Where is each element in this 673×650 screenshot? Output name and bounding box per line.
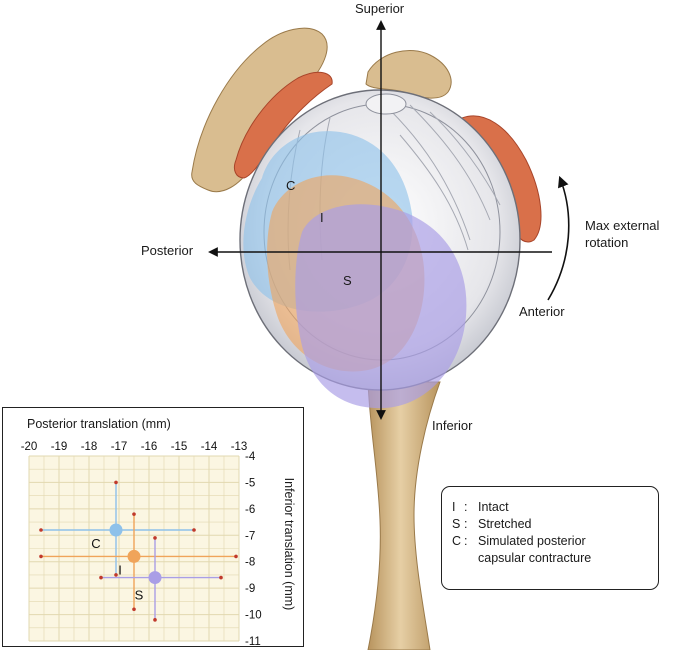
- posterior-muscle: [233, 71, 333, 179]
- x-tick-label: -13: [231, 441, 248, 453]
- x-tick-label: -20: [21, 441, 38, 453]
- legend-text: Stretched: [478, 517, 532, 531]
- superior-label: Superior: [355, 1, 405, 16]
- translation-chart-box: Posterior translation (mm) Inferior tran…: [2, 407, 304, 648]
- humerus-shaft: [367, 381, 441, 650]
- range-endpoint: [132, 607, 136, 612]
- stretched-region-label: S: [343, 273, 352, 288]
- y-tick-label: -7: [245, 530, 255, 542]
- mean-point: [109, 523, 123, 537]
- y-tick-label: -11: [245, 636, 261, 648]
- legend-text: Simulated posterior capsular contracture: [478, 534, 592, 565]
- mean-point: [127, 549, 141, 563]
- legend-separator: :: [464, 517, 468, 531]
- y-tick-label: -5: [245, 477, 255, 489]
- rotation-label: Max external rotation: [585, 218, 660, 250]
- y-tick-label: -6: [245, 504, 255, 516]
- range-endpoint: [99, 575, 103, 580]
- range-endpoint: [219, 575, 223, 580]
- intact-region-label: I: [320, 210, 324, 225]
- legend-separator: :: [464, 500, 468, 514]
- anterior-label: Anterior: [519, 304, 565, 319]
- series-label: I: [118, 562, 122, 577]
- posterior-label: Posterior: [141, 243, 194, 258]
- range-endpoint: [114, 573, 118, 577]
- biceps-tendon: [365, 93, 407, 115]
- legend: I : Intact S : Stretched C : Simulated p…: [441, 486, 659, 590]
- legend-text: Intact: [478, 500, 509, 514]
- contracture-region-label: C: [286, 178, 296, 193]
- x-tick-label: -17: [111, 441, 128, 453]
- range-endpoint: [39, 554, 43, 559]
- legend-item: S : Stretched: [452, 516, 658, 533]
- y-tick-label: -10: [245, 610, 262, 622]
- y-tick-label: -9: [245, 583, 255, 595]
- coracoid: [365, 50, 452, 99]
- range-endpoint: [114, 480, 118, 485]
- range-endpoint: [234, 554, 238, 559]
- range-endpoint: [153, 618, 157, 622]
- legend-key: I: [452, 500, 456, 514]
- translation-plot: -20 -19 -18 -17 -16 -15 -14 -13-4 -5 -6 -7 -8 -9 -10 -…: [21, 441, 262, 648]
- y-tick-label: -8: [245, 557, 255, 569]
- series-label: S: [135, 588, 144, 603]
- legend-item: I : Intact: [452, 499, 658, 516]
- range-endpoint: [132, 512, 136, 516]
- x-tick-label: -18: [81, 441, 98, 453]
- x-tick-label: -16: [141, 441, 158, 453]
- x-tick-label: -15: [171, 441, 188, 453]
- x-axis-title: Posterior translation (mm): [27, 417, 171, 431]
- legend-key: C: [452, 534, 462, 548]
- x-tick-label: -14: [201, 441, 218, 453]
- range-endpoint: [39, 528, 43, 532]
- mean-point: [148, 571, 162, 585]
- series-label: C: [91, 536, 100, 551]
- y-tick-label: -4: [245, 451, 256, 463]
- x-tick-label: -19: [51, 441, 68, 453]
- rotation-arrow: [547, 175, 570, 301]
- legend-separator: :: [464, 534, 468, 548]
- legend-item: C : Simulated posterior capsular contrac…: [452, 533, 658, 567]
- range-endpoint: [192, 528, 196, 532]
- inferior-label: Inferior: [432, 418, 473, 433]
- legend-key: S: [452, 517, 461, 531]
- range-endpoint: [153, 536, 157, 540]
